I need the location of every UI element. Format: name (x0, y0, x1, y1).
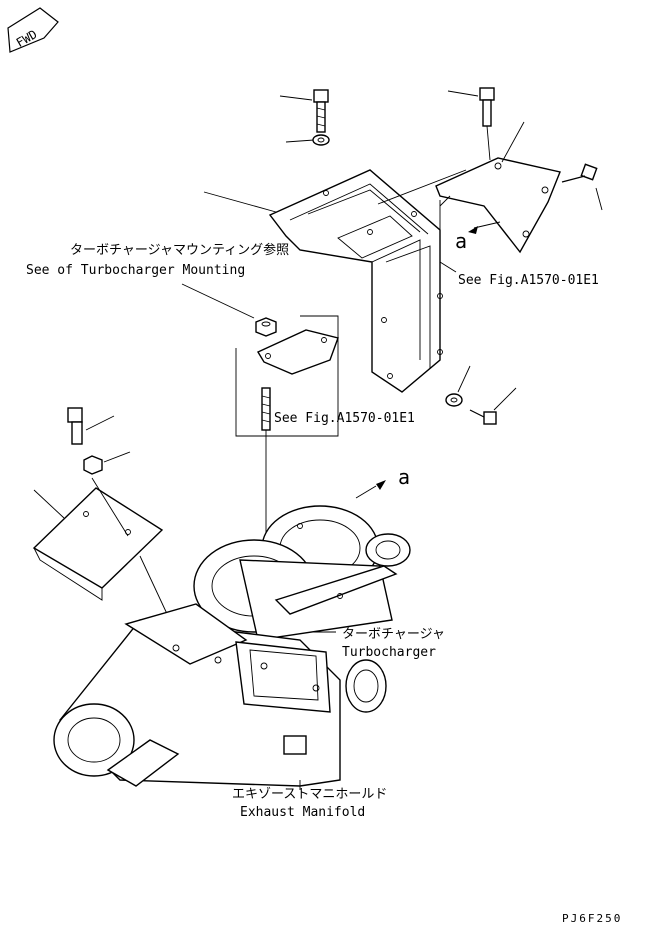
marker-a-mid: a (398, 465, 410, 489)
heat-shield-icon (32, 477, 169, 617)
bolt-icon (67, 407, 115, 445)
fig-ref-right-frame (439, 195, 501, 273)
turbocharger-en-label: Turbocharger (342, 645, 436, 660)
washer-icon (445, 365, 471, 407)
nut-icon (83, 451, 131, 475)
turbocharger-icon (193, 480, 411, 641)
bolt-icon (447, 87, 495, 161)
manifold-jp-label: エキゾーストマニホールド (232, 787, 387, 802)
exhaust-manifold-icon (53, 603, 387, 790)
drawing-code: PJ6F250 (562, 912, 622, 925)
nut-icon (181, 283, 277, 337)
bolt-icon (279, 89, 329, 133)
fwd-arrow-icon: FWD (7, 7, 59, 53)
manifold-en-label: Exhaust Manifold (240, 805, 365, 820)
fig-ref-right-label: See Fig.A1570-01E1 (458, 273, 599, 288)
stay-bracket-icon (435, 121, 561, 254)
bolt-icon (561, 163, 603, 211)
marker-a-top: a (455, 229, 467, 253)
bolt-icon (469, 387, 517, 425)
mounting-jp-label: ターボチャージャマウンティング参照 (70, 242, 289, 258)
turbo-mounting-bracket-icon (203, 169, 467, 393)
fwd-label: FWD (14, 27, 40, 50)
turbocharger-jp-label: ターボチャージャ (342, 627, 445, 642)
mounting-en-label: See of Turbocharger Mounting (26, 263, 245, 278)
fig-ref-center-label: See Fig.A1570-01E1 (274, 411, 415, 426)
washer-icon (285, 134, 330, 146)
